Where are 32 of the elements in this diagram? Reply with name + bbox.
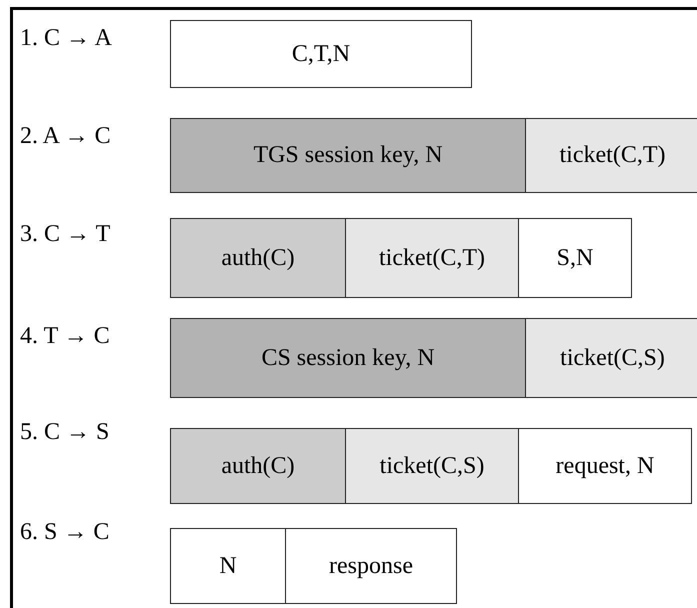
field-text: request, N xyxy=(556,452,654,480)
field-text: S,N xyxy=(556,244,594,272)
message-step-label: 5. C → S xyxy=(20,418,110,446)
message-field xyxy=(345,428,519,504)
field-text: response xyxy=(329,552,413,580)
message-field xyxy=(170,528,286,604)
message-field xyxy=(285,528,457,604)
message-step-label: 3. C → T xyxy=(20,220,110,248)
field-text: TGS session key, N xyxy=(253,142,443,169)
message-step-label: 6. S → C xyxy=(20,518,110,546)
message-field xyxy=(525,318,697,398)
field-text: auth(C) xyxy=(221,452,295,480)
field-text: N xyxy=(219,552,237,580)
message-field xyxy=(170,20,472,88)
message-field xyxy=(345,218,519,298)
field-text: auth(C) xyxy=(221,244,295,272)
message-field xyxy=(170,118,526,193)
field-text: ticket(C,S) xyxy=(380,452,484,480)
field-text: C,T,N xyxy=(292,40,350,68)
field-text: ticket(C,S) xyxy=(560,344,665,372)
message-step-label: 4. T → C xyxy=(20,322,110,350)
message-field xyxy=(170,318,526,398)
message-field xyxy=(170,428,346,504)
message-field xyxy=(518,428,692,504)
message-field xyxy=(525,118,697,193)
field-text: CS session key, N xyxy=(261,344,435,372)
field-text: ticket(C,T) xyxy=(560,142,666,169)
field-text: ticket(C,T) xyxy=(379,244,485,272)
message-field xyxy=(170,218,346,298)
message-step-label: 1. C → A xyxy=(20,24,112,52)
message-field xyxy=(518,218,632,298)
message-step-label: 2. A → C xyxy=(20,122,111,150)
